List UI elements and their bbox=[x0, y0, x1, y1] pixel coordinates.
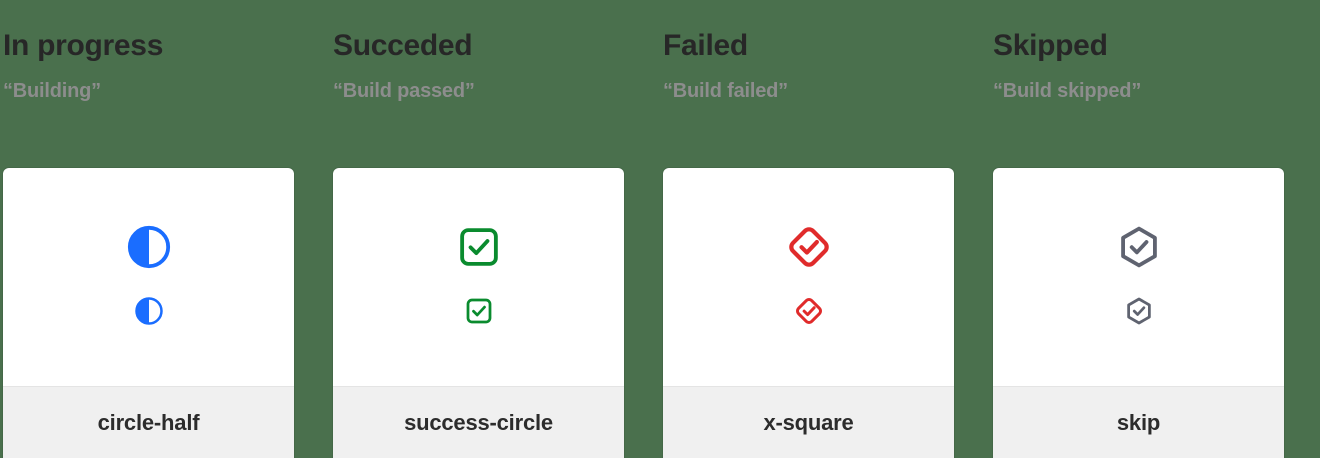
column-title: In progress bbox=[3, 29, 164, 62]
skip-icon bbox=[1120, 226, 1157, 268]
column-header: Skipped “Build skipped” bbox=[990, 0, 1320, 102]
column-title: Failed bbox=[663, 29, 748, 62]
status-column-failed: Failed “Build failed” x-squ bbox=[660, 0, 990, 458]
column-header: Failed “Build failed” bbox=[660, 0, 990, 102]
icon-name-label: circle-half bbox=[97, 409, 200, 435]
skip-icon bbox=[1126, 297, 1151, 325]
status-column-skipped: Skipped “Build skipped” skip bbox=[990, 0, 1320, 458]
column-subtitle: “Build passed” bbox=[333, 80, 475, 102]
success-circle-icon bbox=[466, 298, 491, 324]
icon-preview-area bbox=[333, 168, 624, 386]
x-square-icon bbox=[795, 297, 822, 325]
icon-name-footer: skip bbox=[993, 386, 1284, 458]
column-title: Skipped bbox=[993, 29, 1108, 62]
icon-card-circle-half[interactable]: circle-half bbox=[3, 168, 294, 458]
icon-name-footer: x-square bbox=[663, 386, 954, 458]
icon-name-label: success-circle bbox=[404, 409, 553, 435]
icon-preview-area bbox=[993, 168, 1284, 386]
column-header: Succeded “Build passed” bbox=[330, 0, 660, 102]
icon-preview-area bbox=[663, 168, 954, 386]
icon-name-label: skip bbox=[1116, 409, 1161, 435]
x-square-icon bbox=[788, 227, 829, 267]
success-circle-icon bbox=[459, 228, 498, 266]
icon-name-label: x-square bbox=[763, 409, 854, 435]
circle-half-icon bbox=[127, 225, 170, 269]
icon-name-footer: circle-half bbox=[3, 386, 294, 458]
icon-preview-area bbox=[3, 168, 294, 386]
icon-card-skip[interactable]: skip bbox=[993, 168, 1284, 458]
icon-card-x-square[interactable]: x-square bbox=[663, 168, 954, 458]
icon-name-footer: success-circle bbox=[333, 386, 624, 458]
status-column-succeded: Succeded “Build passed” success-circle bbox=[330, 0, 660, 458]
column-subtitle: “Build skipped” bbox=[993, 80, 1142, 102]
column-title: Succeded bbox=[333, 29, 473, 62]
circle-half-icon bbox=[134, 297, 163, 325]
column-subtitle: “Build failed” bbox=[663, 80, 788, 102]
status-column-in-progress: In progress “Building” circle-half bbox=[0, 0, 330, 458]
column-subtitle: “Building” bbox=[3, 80, 101, 102]
icon-card-success-circle[interactable]: success-circle bbox=[333, 168, 624, 458]
column-header: In progress “Building” bbox=[0, 0, 330, 102]
